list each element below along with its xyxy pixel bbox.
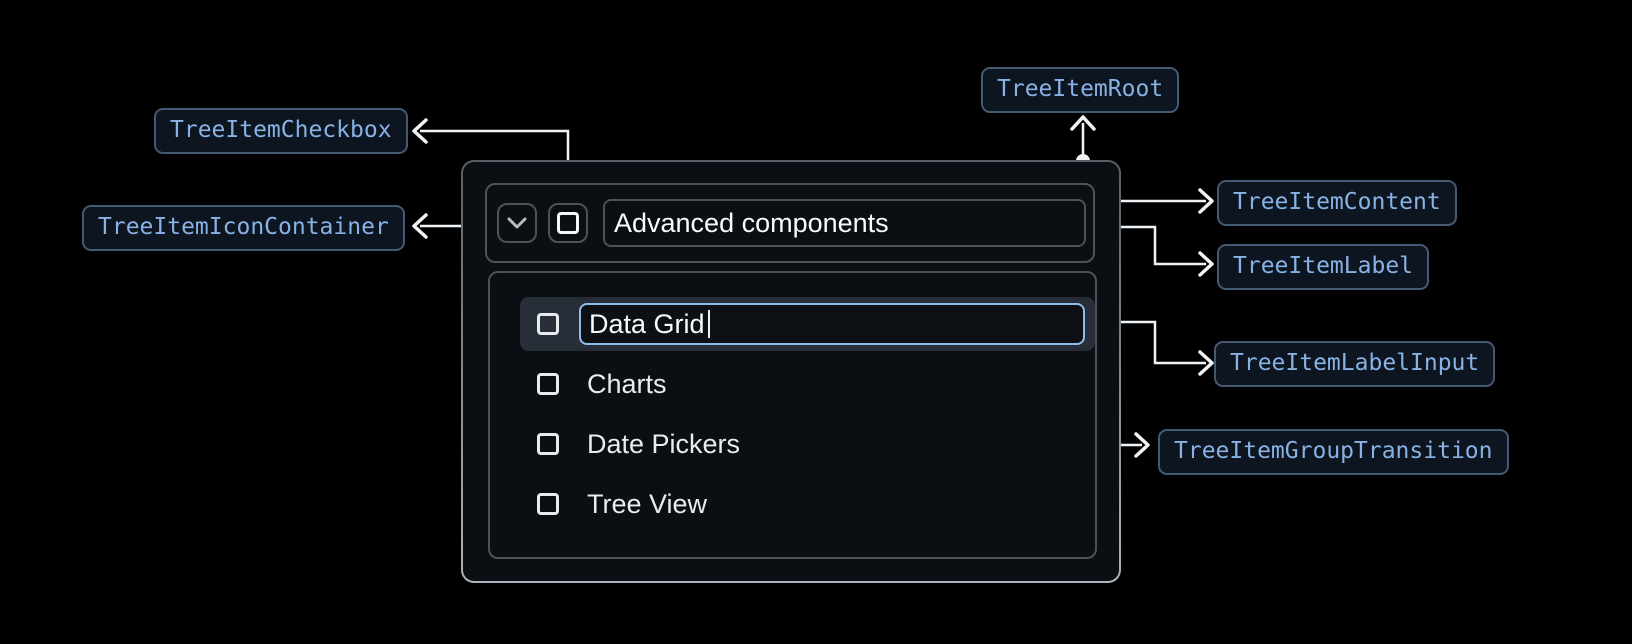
badge-tree-item-checkbox: TreeItemCheckbox — [154, 108, 408, 154]
tree-item-label-text: Charts — [587, 368, 667, 399]
checkbox-unchecked-icon[interactable] — [537, 373, 559, 395]
badge-tree-item-root: TreeItemRoot — [981, 67, 1180, 113]
badge-tree-item-content: TreeItemContent — [1217, 180, 1457, 226]
badge-tree-item-label: TreeItemLabel — [1217, 244, 1430, 290]
badge-tree-item-label-input: TreeItemLabelInput — [1214, 341, 1496, 387]
tree-item-label-input[interactable]: Data Grid — [579, 303, 1085, 345]
tree-item-row[interactable]: Tree View — [520, 477, 1095, 531]
tree-item-label: Advanced components — [603, 199, 1086, 247]
tree-item-content[interactable]: Advanced components — [485, 183, 1095, 263]
tree-item-row[interactable]: Data Grid — [520, 297, 1095, 351]
tree-item-icon-container[interactable] — [497, 203, 537, 243]
text-cursor — [707, 310, 711, 338]
checkbox-unchecked-icon[interactable] — [537, 433, 559, 455]
checkbox-unchecked-icon[interactable] — [537, 493, 559, 515]
badge-tree-item-icon-container: TreeItemIconContainer — [82, 205, 405, 251]
checkbox-unchecked-icon — [557, 212, 579, 234]
chevron-down-icon — [507, 217, 527, 229]
label-input-value: Data Grid — [589, 308, 705, 339]
tree-item-label-text: Date Pickers — [587, 428, 741, 459]
tree-item-row[interactable]: Charts — [520, 357, 1095, 411]
tree-item-row[interactable]: Date Pickers — [520, 417, 1095, 471]
checkbox-unchecked-icon[interactable] — [537, 313, 559, 335]
tree-item-label-text: Advanced components — [614, 207, 889, 238]
badge-tree-item-group-transition: TreeItemGroupTransition — [1158, 429, 1509, 475]
tree-item-checkbox[interactable] — [548, 203, 588, 243]
tree-item-label-text: Tree View — [587, 488, 708, 519]
